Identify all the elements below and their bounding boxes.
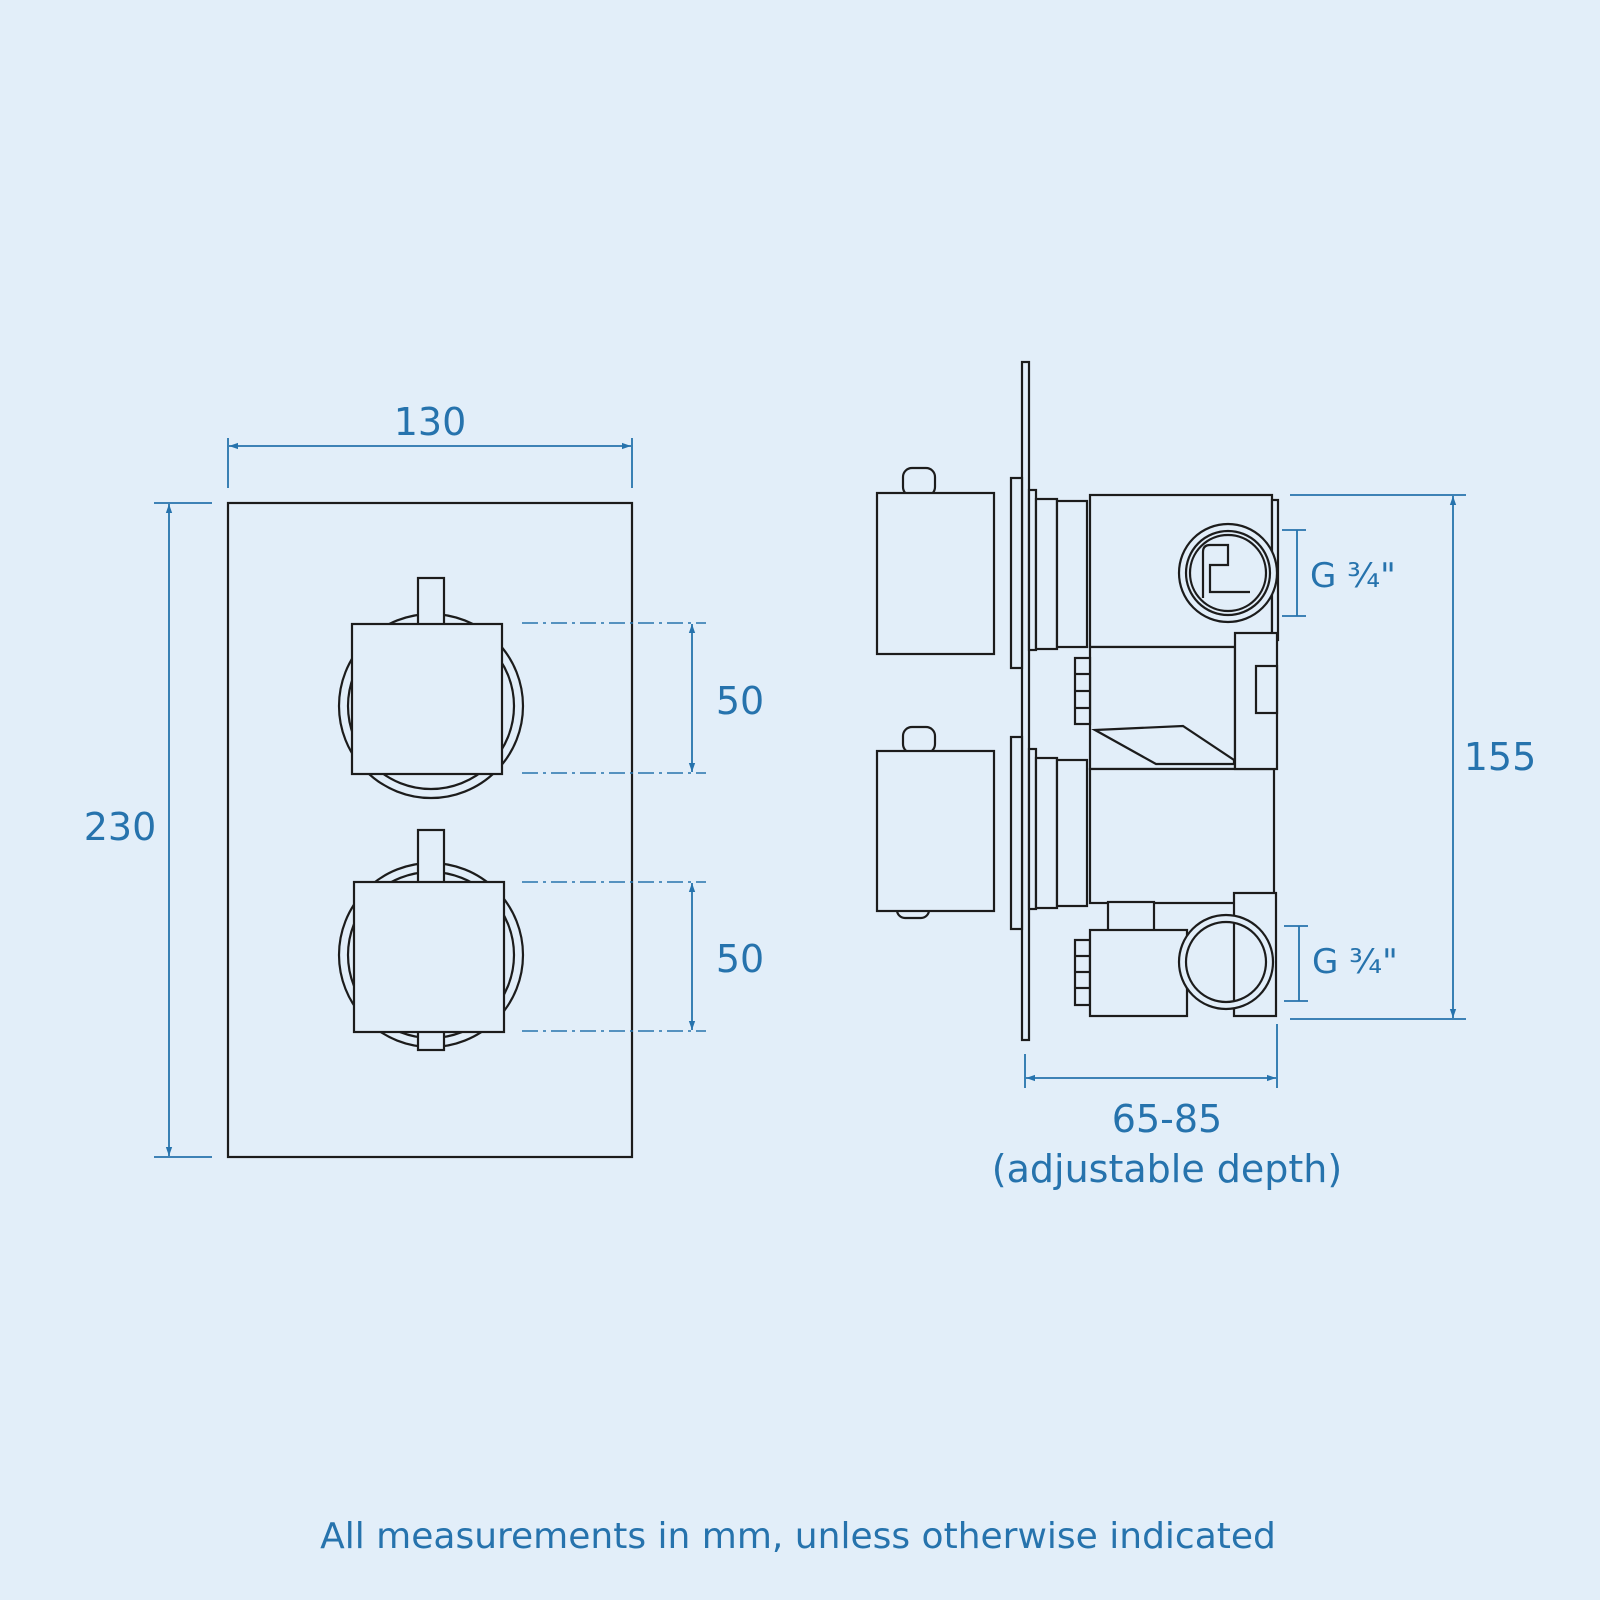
upper-handle-lever xyxy=(416,576,446,630)
lower-side-handle xyxy=(875,725,996,920)
lower-spacing-label: 50 xyxy=(716,937,764,981)
lower-spacing-dimension: 50 xyxy=(522,881,764,1032)
upper-handle-square xyxy=(350,622,504,776)
lower-handle-lever-side xyxy=(901,725,937,755)
footer-note: All measurements in mm, unless otherwise… xyxy=(320,1516,1276,1557)
upper-outlet-ring-outer xyxy=(1177,522,1279,624)
upper-handle-lever-side xyxy=(901,466,937,498)
lower-body-block xyxy=(1088,928,1189,1018)
upper-outlet-insert xyxy=(1201,543,1250,598)
depth-label: 65-85 xyxy=(1112,1097,1222,1141)
upper-connection-label: G ¾" xyxy=(1310,556,1396,596)
wall-plate xyxy=(1020,360,1031,1042)
upper-spacing-label: 50 xyxy=(716,679,764,723)
lower-outlet-ring-outer xyxy=(1177,913,1275,1011)
upper-connection-dimension: G ¾" xyxy=(1282,529,1396,617)
lower-outlet-fitting xyxy=(1177,913,1275,1011)
height-dimension: 230 xyxy=(84,502,212,1158)
width-label: 130 xyxy=(394,400,467,444)
lower-handle-lever xyxy=(416,828,446,886)
lower-hex-nut xyxy=(1073,938,1092,1007)
side-view: 65-85 (adjustable depth) 155 G ¾" G ¾" xyxy=(875,360,1537,1191)
lower-flange xyxy=(1009,735,1024,931)
depth-dimension: 65-85 (adjustable depth) xyxy=(992,1024,1342,1191)
middle-hex-nut xyxy=(1073,656,1092,726)
lower-handle-body-side xyxy=(875,749,996,913)
upper-side-handle xyxy=(875,466,996,656)
upper-control-handle xyxy=(337,576,525,800)
body-height-dimension: 155 xyxy=(1290,494,1537,1020)
upper-outlet-fitting xyxy=(1177,522,1279,624)
lower-connection-dimension: G ¾" xyxy=(1284,925,1398,1002)
front-view: 130 230 50 50 xyxy=(84,400,764,1159)
body-height-label: 155 xyxy=(1464,735,1537,779)
upper-sleeve xyxy=(1055,499,1089,649)
upper-spacing-dimension: 50 xyxy=(522,622,764,774)
lower-handle-square xyxy=(352,880,506,1034)
lower-sleeve xyxy=(1055,758,1089,908)
depth-note: (adjustable depth) xyxy=(992,1147,1342,1191)
upper-flange xyxy=(1009,476,1024,670)
upper-handle-body-side xyxy=(875,491,996,656)
height-label: 230 xyxy=(84,805,157,849)
right-bracket-tab xyxy=(1254,664,1279,715)
lower-connection-label: G ¾" xyxy=(1312,942,1398,982)
diagonal-cartridge xyxy=(1091,724,1236,766)
valve-body-lower xyxy=(1088,767,1276,905)
upper-collar xyxy=(1034,497,1059,651)
lower-collar xyxy=(1034,756,1059,910)
width-dimension: 130 xyxy=(227,400,633,488)
lower-control-handle xyxy=(337,828,525,1052)
